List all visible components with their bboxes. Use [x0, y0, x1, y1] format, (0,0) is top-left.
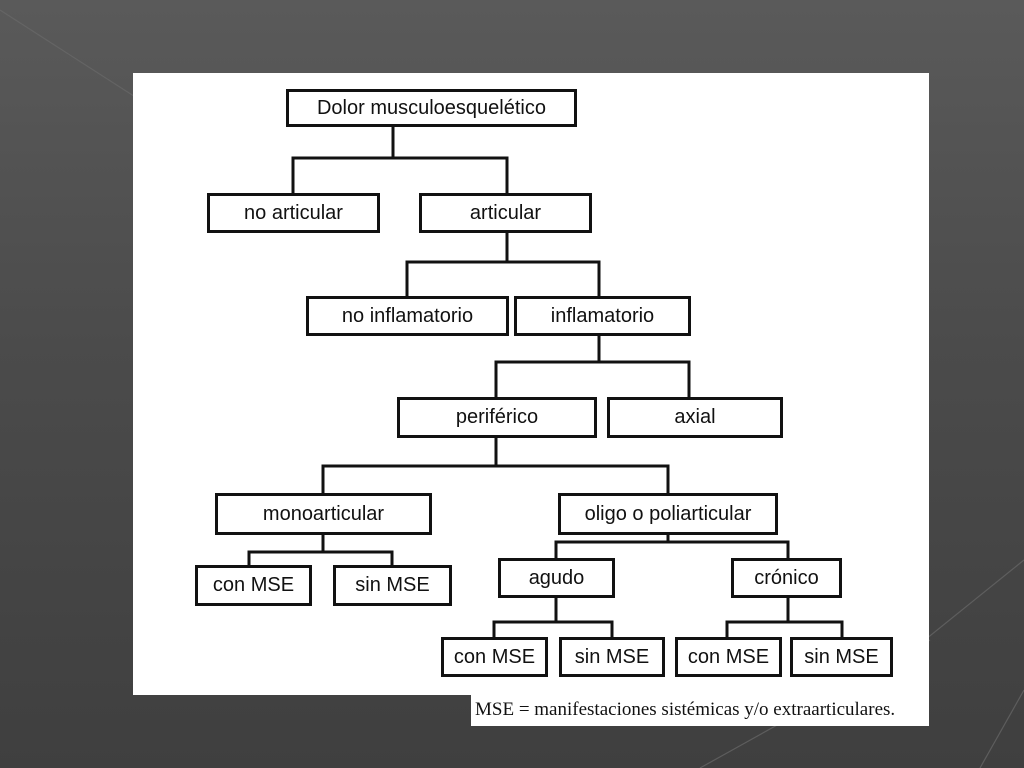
node-cronico: crónico: [731, 558, 842, 598]
node-no-inflamatorio: no inflamatorio: [306, 296, 509, 336]
node-cronico-con-mse: con MSE: [675, 637, 782, 677]
node-agudo-sin-mse: sin MSE: [559, 637, 665, 677]
node-agudo-con-mse: con MSE: [441, 637, 548, 677]
node-monoarticular: monoarticular: [215, 493, 432, 535]
node-articular: articular: [419, 193, 592, 233]
node-inflamatorio: inflamatorio: [514, 296, 691, 336]
node-mono-sin-mse: sin MSE: [333, 565, 452, 606]
root-node: Dolor musculoesquelético: [286, 89, 577, 127]
node-cronico-sin-mse: sin MSE: [790, 637, 893, 677]
node-axial: axial: [607, 397, 783, 438]
node-oligo-poliarticular: oligo o poliarticular: [558, 493, 778, 535]
node-mono-con-mse: con MSE: [195, 565, 312, 606]
node-agudo: agudo: [498, 558, 615, 598]
legend-note: MSE = manifestaciones sistémicas y/o ext…: [471, 693, 929, 726]
node-no-articular: no articular: [207, 193, 380, 233]
node-periferico: periférico: [397, 397, 597, 438]
